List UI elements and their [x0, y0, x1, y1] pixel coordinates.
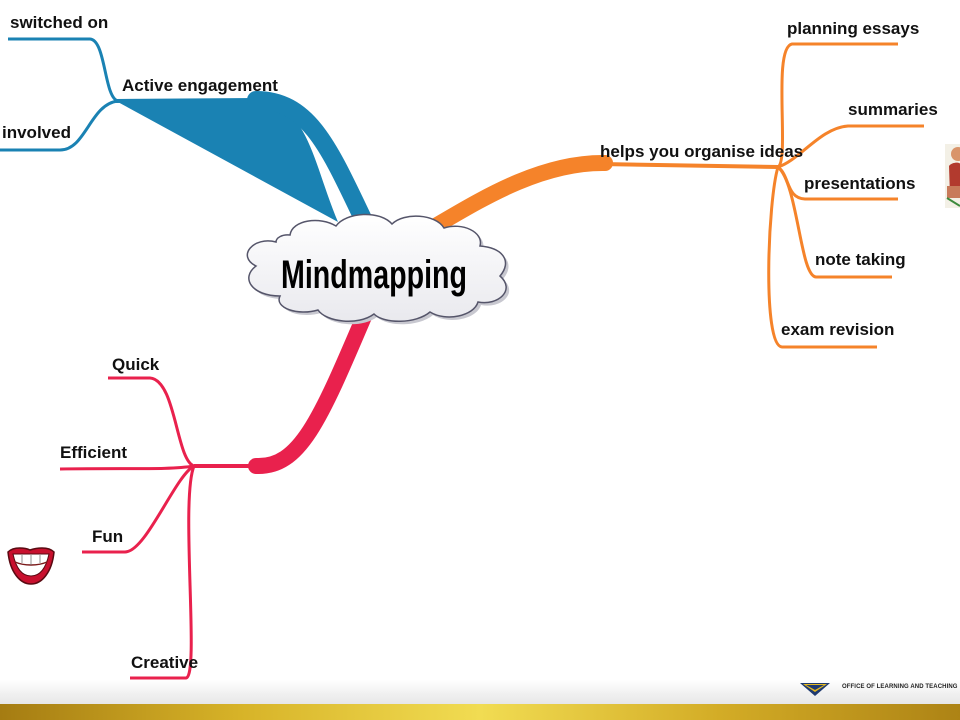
institution-logo-icon [800, 683, 830, 696]
footer-text: OFFICE OF LEARNING AND TEACHING [842, 684, 958, 690]
blue-main-label: Active engagement [122, 76, 278, 95]
footer-gold-band [0, 704, 960, 720]
red-child-fun: Fun [92, 527, 123, 546]
red-child-efficient: Efficient [60, 443, 127, 462]
red-main-branch [248, 304, 374, 475]
blue-main-branch [116, 101, 338, 222]
red-connector-efficient [59, 464, 195, 471]
person-clipart-icon [945, 144, 960, 208]
orange-main-underline [599, 162, 779, 169]
center-title: Mindmapping [281, 253, 467, 297]
orange-connector-exam-revision [767, 166, 877, 349]
red-connector-creative [130, 465, 196, 680]
blue-child-switched-on: switched on [10, 13, 108, 32]
orange-child-exam-revision: exam revision [781, 320, 894, 339]
blue-child-involved: involved [2, 123, 71, 142]
red-child-creative: Creative [131, 653, 198, 672]
blue-main-underline [115, 98, 257, 103]
orange-child-planning-essays: planning essays [787, 19, 919, 38]
orange-child-presentations: presentations [804, 174, 915, 193]
orange-main-label: helps you organise ideas [600, 142, 803, 161]
smiling-mouth-icon [7, 547, 55, 585]
orange-child-note-taking: note taking [815, 250, 906, 269]
center-cloud [246, 213, 510, 325]
blue-connector-switched-on [8, 37, 119, 103]
orange-connector-summaries [777, 124, 924, 169]
orange-main-branch [424, 154, 613, 236]
red-connector-fun [82, 464, 195, 554]
red-child-quick: Quick [112, 355, 160, 374]
orange-child-summaries: summaries [848, 100, 938, 119]
orange-connector-note-taking [776, 165, 892, 279]
red-connector-quick [108, 376, 195, 468]
blue-connector-involved [0, 99, 119, 152]
blue-main-branch-stroke [247, 91, 375, 234]
orange-connector-planning-essays [776, 42, 898, 169]
